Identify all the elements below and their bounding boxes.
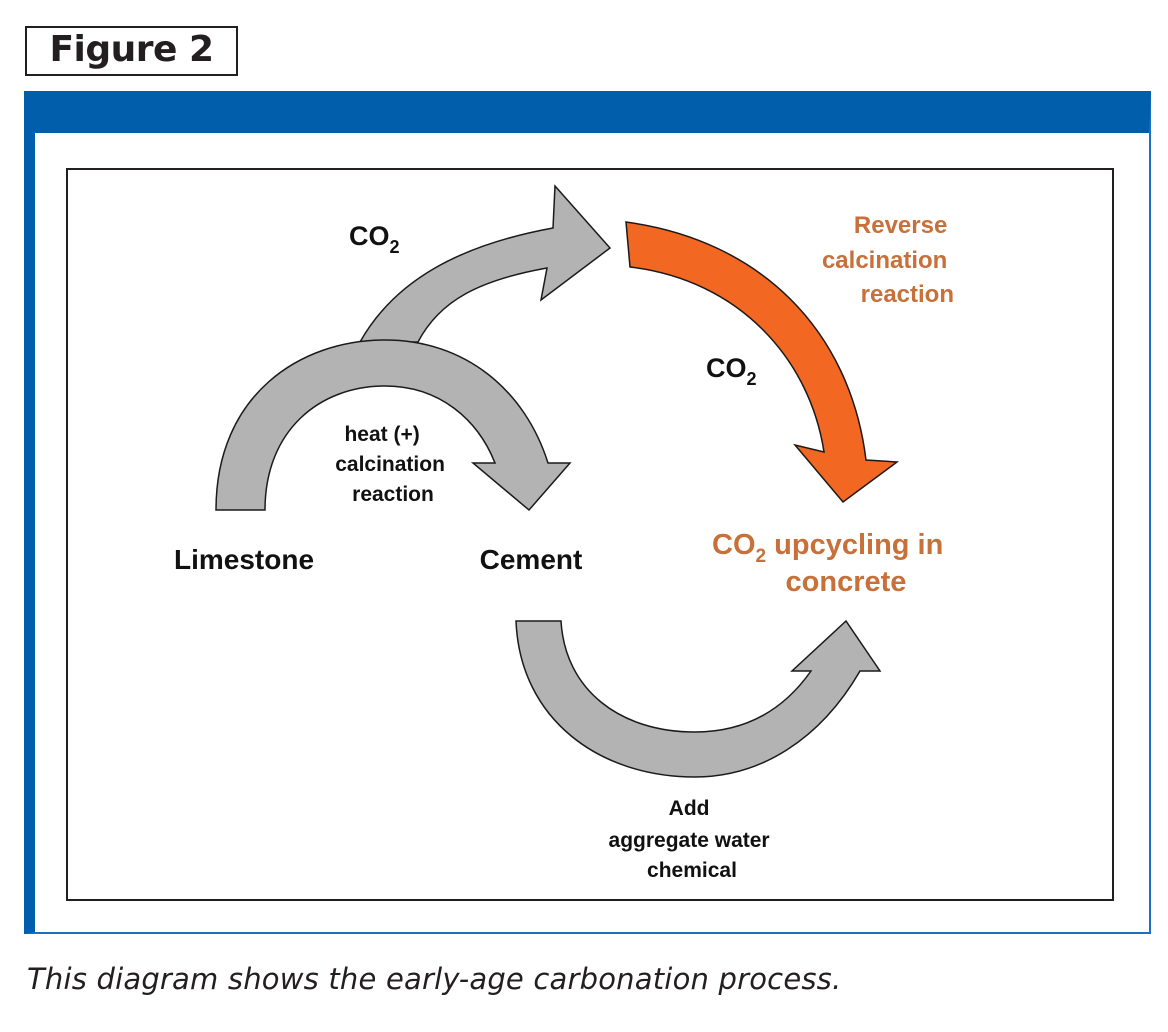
limestone-label: Limestone bbox=[174, 544, 314, 575]
co2-release-arrow bbox=[358, 184, 612, 343]
co2-upcycling-label-line2: concrete bbox=[786, 566, 907, 598]
calcination-arrow bbox=[215, 339, 572, 512]
co2-upcycling-label: CO2 upcycling in bbox=[712, 529, 943, 567]
figure-caption: This diagram shows the early-age carbona… bbox=[27, 962, 842, 996]
diagram-box bbox=[66, 168, 1114, 901]
mixing-label: Add aggregate water chemical bbox=[609, 797, 776, 882]
reverse-calcination-label: Reverse calcination reaction bbox=[822, 212, 954, 308]
mixing-arrow bbox=[515, 619, 882, 778]
reverse-calcination-arrow bbox=[625, 221, 900, 504]
figure-label: Figure 2 bbox=[25, 26, 238, 76]
calcination-label: heat (+) calcination reaction bbox=[335, 423, 451, 506]
co2-release-label: CO2 bbox=[349, 221, 400, 257]
co2-reverse-label: CO2 bbox=[706, 353, 757, 389]
cement-label: Cement bbox=[480, 544, 583, 575]
